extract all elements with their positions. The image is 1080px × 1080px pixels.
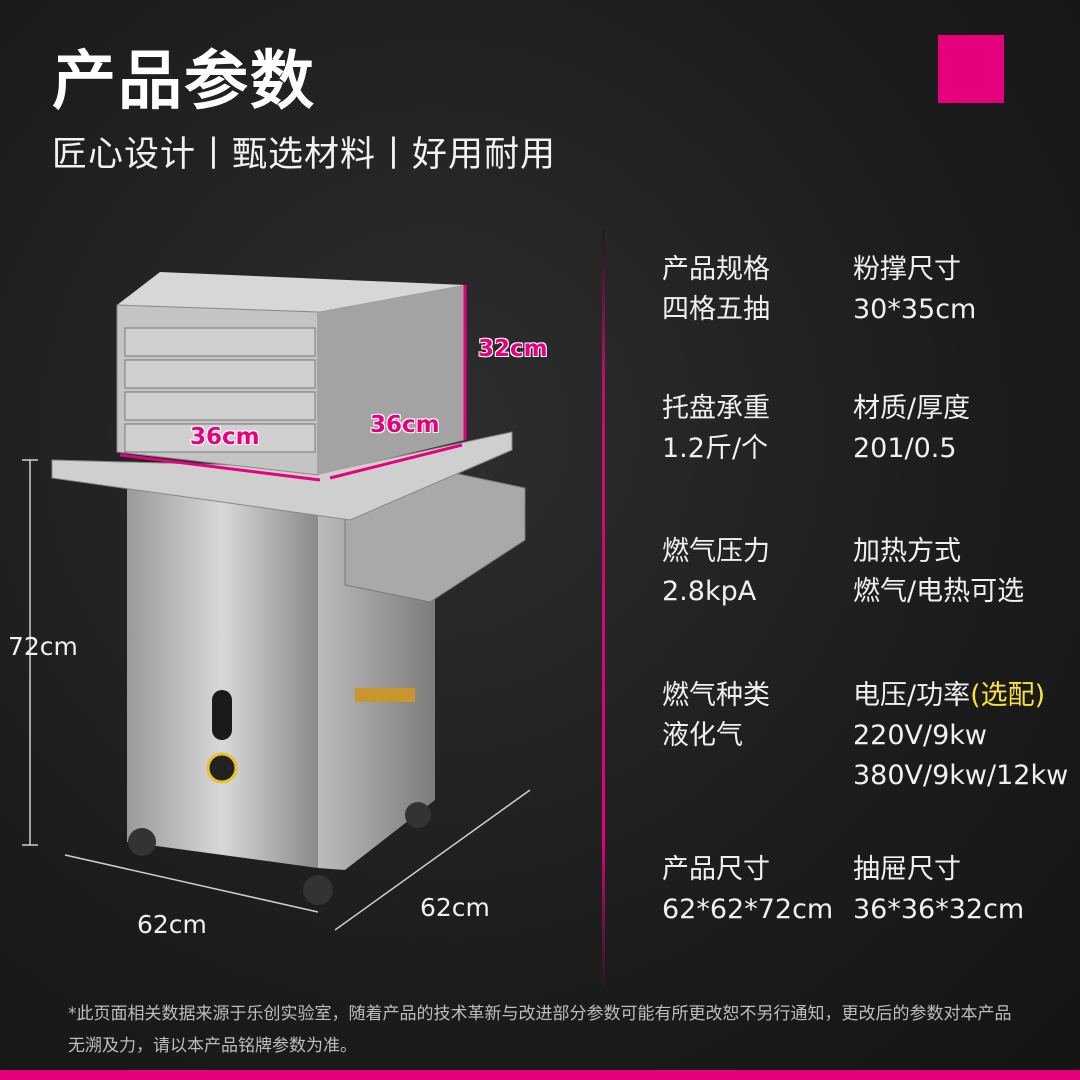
- dimension-width: 62cm: [137, 910, 207, 939]
- page-title: 产品参数: [52, 45, 316, 119]
- spec-item: 燃气压力 2.8kpA: [662, 532, 770, 612]
- spec-item: 加热方式燃气/电热可选: [853, 532, 1024, 612]
- spec-value: 36*36*32cm: [853, 894, 1025, 925]
- dimension-height: 72cm: [8, 632, 78, 661]
- spec-label: 燃气压力: [662, 536, 770, 567]
- spec-item: 燃气种类液化气: [662, 676, 770, 756]
- spec-item: 电压/功率(选配) 220V/9kw 380V/9kw/12kw: [853, 676, 1068, 796]
- spec-label: 抽屉尺寸: [853, 854, 961, 885]
- spec-value: 380V/9kw/12kw: [853, 760, 1069, 791]
- spec-item: 产品规格四格五抽: [662, 250, 770, 330]
- dimension-depth: 62cm: [420, 893, 490, 922]
- divider-line: [602, 230, 605, 990]
- drawer-box-side: [318, 285, 465, 475]
- spec-value: 62*62*72cm: [662, 894, 834, 925]
- spec-value: 1.2斤/个: [662, 433, 769, 464]
- brand-accent-square: [938, 35, 1004, 103]
- spec-label: 托盘承重: [662, 393, 770, 424]
- ignition-knob: [206, 752, 238, 784]
- bottom-accent-bar: [0, 1070, 1080, 1080]
- spec-value: 液化气: [662, 720, 743, 751]
- spec-value: 燃气/电热可选: [853, 576, 1025, 607]
- spec-value: 220V/9kw: [853, 720, 987, 751]
- gas-valve: [355, 688, 415, 702]
- spec-label: 产品规格: [662, 254, 770, 285]
- spec-value: 2.8kpA: [662, 576, 757, 607]
- spec-label: 燃气种类: [662, 680, 770, 711]
- page-subtitle: 匠心设计丨甄选材料丨好用耐用: [52, 135, 557, 175]
- drawer-box-top: [117, 272, 465, 312]
- spec-value: 201/0.5: [853, 433, 957, 464]
- spec-value: 四格五抽: [662, 294, 770, 325]
- dimension-drawer-height: 32cm: [478, 336, 548, 362]
- spec-label: 电压/功率: [853, 680, 971, 711]
- spec-item: 托盘承重 1.2斤/个: [662, 389, 770, 469]
- dimension-drawer-depth: 36cm: [370, 412, 440, 438]
- spec-label: 材质/厚度: [853, 393, 971, 424]
- spec-item: 材质/厚度 201/0.5: [853, 389, 970, 469]
- cabinet-front: [127, 480, 318, 868]
- spec-value: 30*35cm: [853, 294, 977, 325]
- spec-label: 加热方式: [853, 536, 961, 567]
- spec-item: 产品尺寸 62*62*72cm: [662, 850, 833, 930]
- spec-item: 粉撑尺寸 30*35cm: [853, 250, 976, 330]
- spec-label-note: (选配): [970, 680, 1046, 711]
- dimension-drawer-width: 36cm: [190, 424, 260, 450]
- spec-label: 粉撑尺寸: [853, 254, 961, 285]
- spec-label: 产品尺寸: [662, 854, 770, 885]
- flame-window: [212, 690, 232, 740]
- spec-item: 抽屉尺寸 36*36*32cm: [853, 850, 1024, 930]
- footnote: *此页面相关数据来源于乐创实验室，随着产品的技术革新与改进部分参数可能有所更改恕…: [68, 1004, 1012, 1056]
